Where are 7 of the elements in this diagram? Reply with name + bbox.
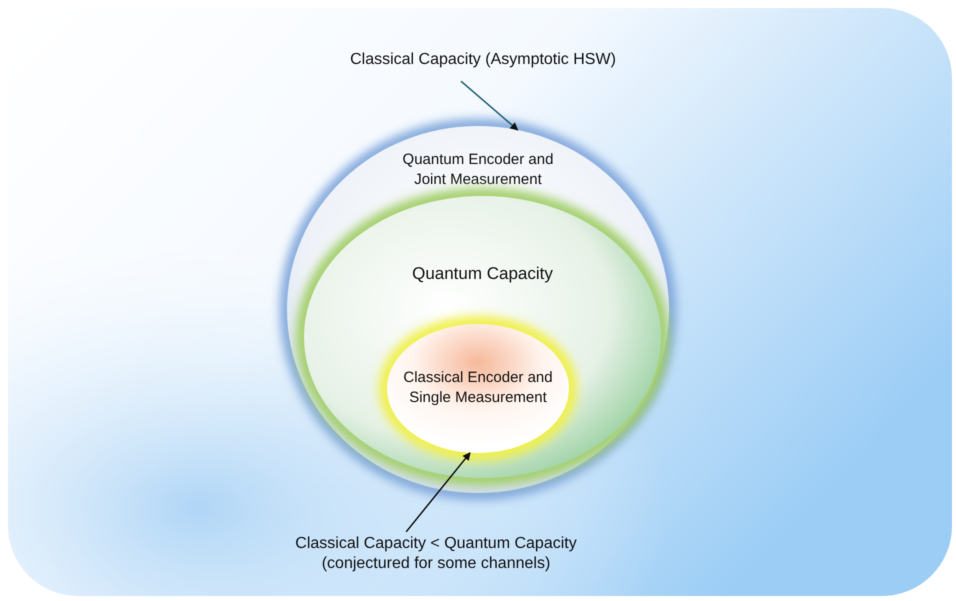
arrow — [460, 80, 518, 131]
region-title: Quantum Capacity — [412, 264, 553, 284]
arrow — [406, 452, 471, 532]
region-label: Classical Encoder and Single Measurement — [403, 368, 553, 408]
callout-text: Classical Capacity < Quantum Capacity (conjectured for some channels) — [294, 534, 578, 574]
callout-text: Classical Capacity (Asymptotic HSW) — [349, 50, 617, 70]
region-label: Quantum Encoder and Joint Measurement — [402, 150, 554, 190]
